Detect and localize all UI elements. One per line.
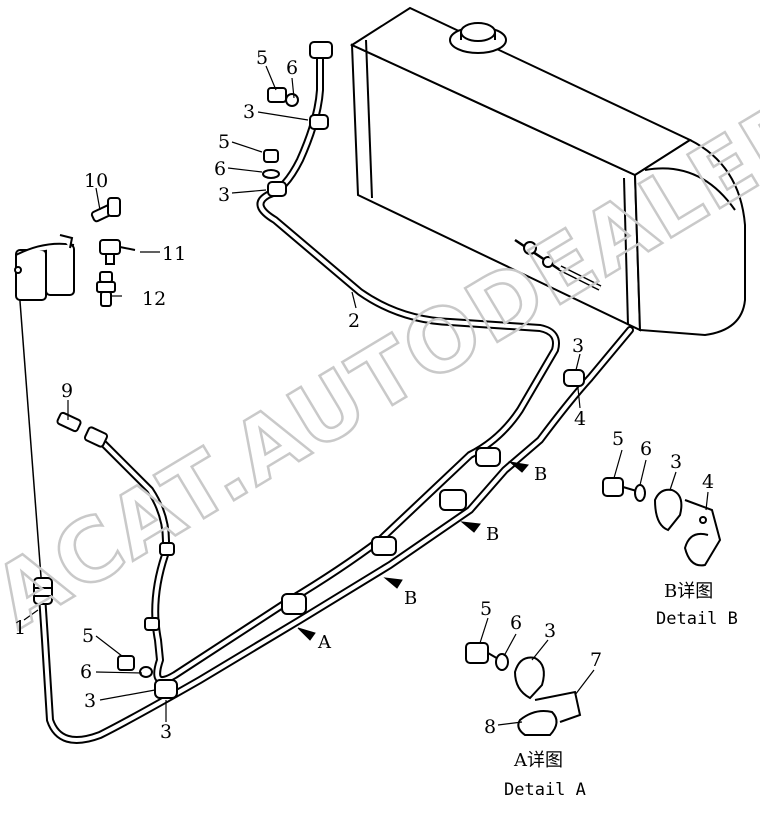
label-5-top: 5 [256,47,268,69]
detail-a-caption-cn: A详图 [513,750,563,771]
detail-b-label-6: 6 [640,438,652,460]
label-1: 1 [14,617,26,639]
label-6-low: 6 [80,661,92,683]
label-6-mid: 6 [214,158,226,180]
arrow-b-label-1: B [404,588,417,609]
label-3-bottom: 3 [160,721,172,743]
detail-a-label-8: 8 [484,716,496,738]
label-12: 12 [142,288,166,310]
detail-b-caption-cn: B详图 [664,581,713,602]
label-3-mid: 3 [218,184,230,206]
detail-b-label-4: 4 [702,471,714,493]
fitting-11 [99,239,136,265]
label-10: 10 [84,170,108,192]
part-number-labels: 5 6 3 5 6 3 10 11 12 9 2 3 4 5 6 3 3 1 5… [14,47,714,743]
label-5-low: 5 [82,625,94,647]
detail-b-label-5: 5 [612,428,624,450]
detail-a-label-7: 7 [590,649,602,671]
detail-b-label-3: 3 [670,451,682,473]
detail-a-label-5: 5 [480,598,492,620]
arrow-b-label-2: B [486,524,499,545]
label-3-right: 3 [572,335,584,357]
label-6-top: 6 [286,57,298,79]
label-11: 11 [162,243,186,265]
label-2: 2 [348,310,360,332]
leader-lines [23,65,709,726]
detail-a-graphic [465,642,582,736]
bolts [117,41,333,678]
fuel-filter [14,234,75,301]
pipe-clamps [144,114,585,699]
arrow-labels: A B B B [317,464,547,653]
arrow-b-label-3: B [534,464,547,485]
fitting-9 [56,411,109,448]
label-3-low: 3 [84,690,96,712]
detail-captions: B详图 Detail B A详图 Detail A [504,581,738,800]
fuel-tank [349,6,746,337]
detail-b-graphic [602,477,722,567]
pipe-1-end-fitting [33,577,53,605]
label-4-right: 4 [574,408,586,430]
label-5-mid: 5 [218,131,230,153]
fitting-12 [96,271,116,307]
view-arrows [297,461,529,641]
arrow-a-label: A [317,632,332,653]
pipe-1 [17,274,634,744]
fitting-10 [90,197,121,223]
detail-b-caption-en: Detail B [656,609,738,629]
detail-a-label-6: 6 [510,612,522,634]
label-3-top: 3 [243,101,255,123]
label-9: 9 [61,380,73,402]
detail-a-caption-en: Detail A [504,780,586,800]
detail-a-label-3: 3 [544,620,556,642]
